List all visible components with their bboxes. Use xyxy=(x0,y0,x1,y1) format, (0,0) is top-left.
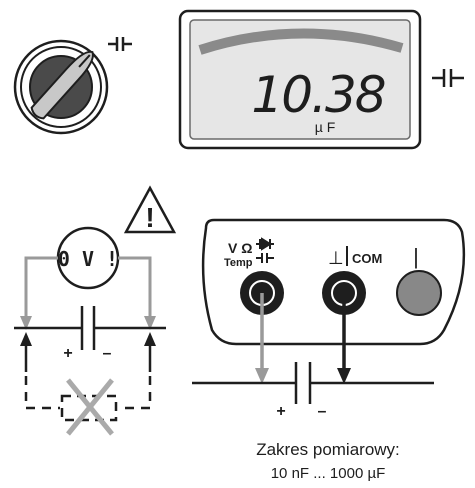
circuit-capacitor xyxy=(14,306,166,350)
crossed-capacitor-icon xyxy=(60,378,118,436)
bargraph-arc xyxy=(198,28,404,55)
com-ground-symbol: ⊥ xyxy=(328,248,344,269)
input-jack-current[interactable] xyxy=(396,270,442,316)
capacitor-icon xyxy=(256,253,274,263)
diode-icon xyxy=(256,237,274,251)
voltage-warning-label: 0 V ! xyxy=(58,247,118,271)
test-leads-grey xyxy=(24,256,152,322)
dashed-discharge-loop xyxy=(24,376,152,410)
capacitor-icon xyxy=(432,69,464,87)
display-unit: µ F xyxy=(315,119,336,135)
warning-triangle-icon: ! xyxy=(123,185,177,234)
range-caption-values: 10 nF ... 1000 µF xyxy=(271,465,386,482)
switch-pointer xyxy=(30,50,94,120)
input-label-v-ohm: V Ω xyxy=(228,240,252,256)
range-caption-title: Zakres pomiarowy: xyxy=(256,440,400,459)
measured-capacitor xyxy=(192,362,434,404)
voltmeter-circle: 0 V ! xyxy=(56,226,120,290)
lcd-display: 10.38 µ F xyxy=(178,9,422,150)
discharge-arrows xyxy=(20,332,156,372)
display-reading: 10.38 xyxy=(251,66,384,124)
capacitor-minus: – xyxy=(318,403,327,420)
capacitor-icon xyxy=(108,37,132,51)
rotary-switch[interactable] xyxy=(13,39,109,135)
circuit-plus: + xyxy=(63,345,72,362)
com-label: COM xyxy=(352,251,382,266)
input-label-temp: Temp xyxy=(224,257,253,269)
circuit-minus: – xyxy=(103,345,112,362)
capacitor-plus: + xyxy=(276,403,285,420)
third-input-label: | xyxy=(413,244,419,269)
svg-text:!: ! xyxy=(145,202,154,233)
